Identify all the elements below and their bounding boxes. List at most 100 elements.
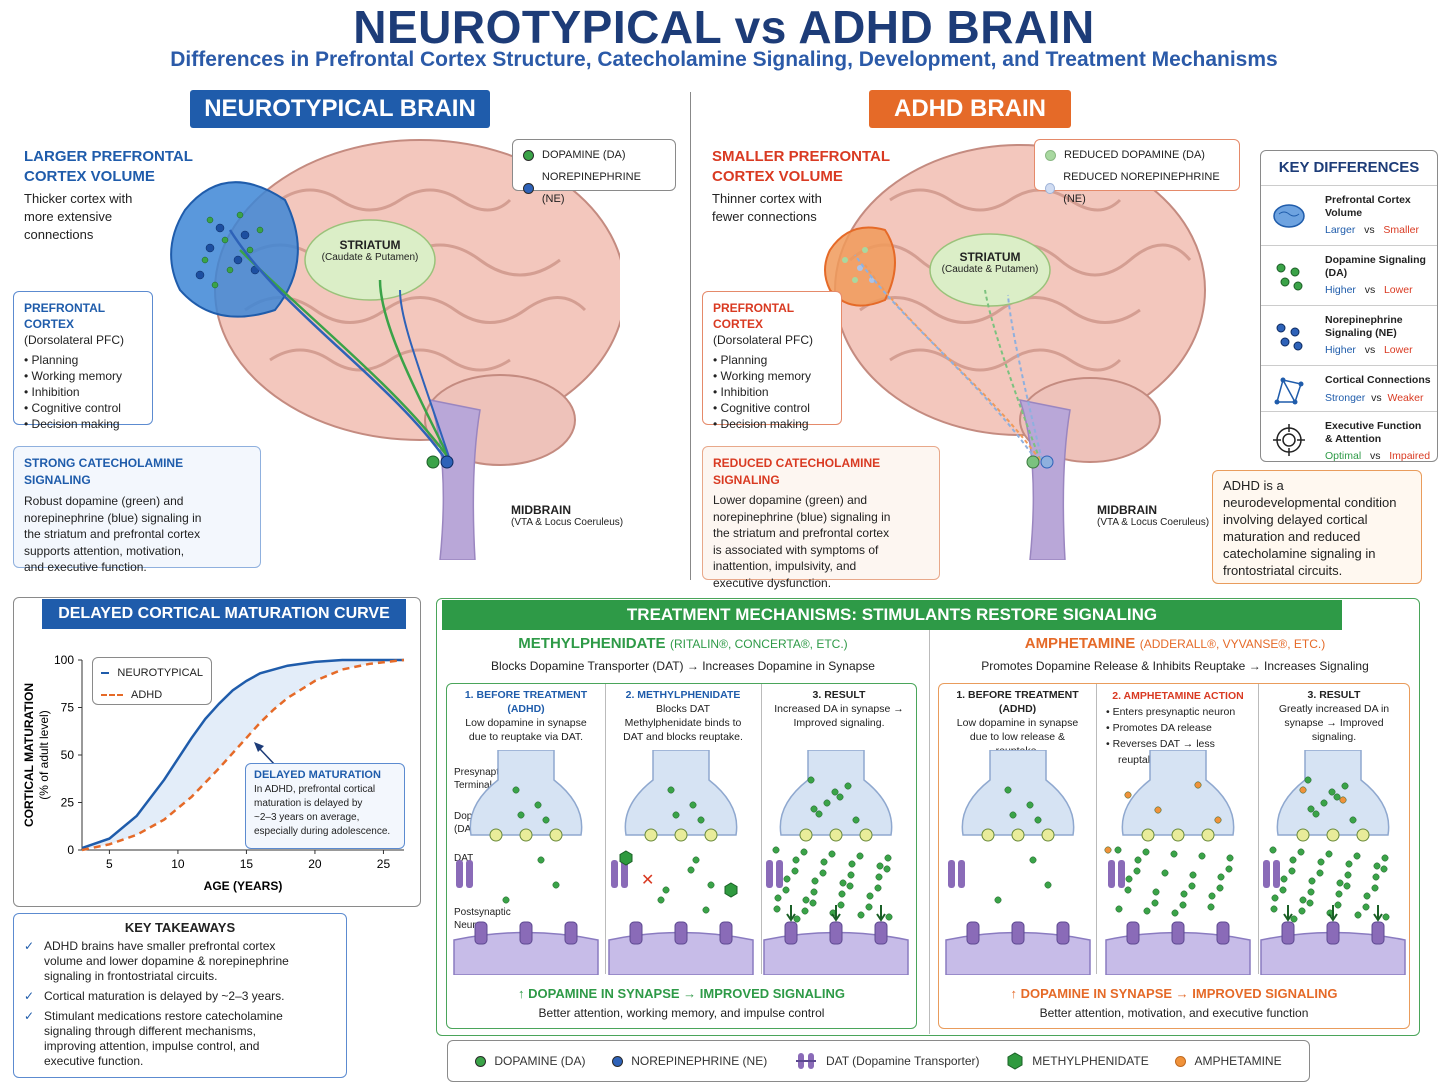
dopamine-molecule (819, 869, 827, 877)
dopamine-molecule (1171, 909, 1179, 917)
receptor (719, 921, 733, 945)
delay-pointer-arrowhead (254, 742, 264, 752)
receptor (1216, 921, 1230, 945)
nt-signaling-line: norepinephrine (blue) signaling in (24, 510, 202, 525)
adhd-midbrain-sub: (VTA & Locus Coeruleus) (1097, 517, 1210, 528)
nt-pfc-box: PREFRONTAL CORTEX (Dorsolateral PFC) Pla… (13, 291, 153, 431)
dopamine-molecule (687, 866, 695, 874)
dopamine-molecule (807, 776, 815, 784)
receptor (1371, 921, 1385, 945)
takeaway-line: Cortical maturation is delayed by ~2–3 y… (44, 989, 285, 1003)
presynaptic-terminal (961, 750, 1075, 836)
release-site (704, 828, 718, 842)
kd-label-2: Signaling (NE) (1325, 327, 1397, 339)
mph-step2-title: 2. METHYLPHENIDATE (625, 689, 741, 701)
dopamine-molecule (1298, 907, 1306, 915)
dopamine-molecule (1382, 913, 1390, 921)
dopamine-molecule (885, 913, 893, 921)
key-takeaways-title: KEY TAKEAWAYS (124, 920, 236, 935)
adhd-note-line: ADHD is a (1223, 478, 1284, 493)
kd-label-1: Norepinephrine (1325, 314, 1403, 326)
nt-pfc-item: Inhibition (24, 384, 142, 400)
release-site (859, 828, 873, 842)
dopamine-molecule (1308, 877, 1316, 885)
amphetamine-molecule (1214, 816, 1222, 824)
dopamine-molecule (657, 896, 665, 904)
nt-striatum-label: STRIATUM (Caudate & Putamen) (318, 238, 422, 263)
dopamine-molecule (1125, 875, 1133, 883)
dopamine-molecule (534, 801, 542, 809)
amph-brands: (ADDERALL®, VYVANSE®, ETC.) (1139, 637, 1326, 651)
adhd-note-line: frontostriatal circuits. (1223, 563, 1343, 578)
kd-left-value: Higher (1325, 344, 1356, 356)
dopamine-molecule (1269, 846, 1277, 854)
dopamine-molecule (1345, 860, 1353, 868)
kd-label-1: Dopamine Signaling (1325, 254, 1426, 266)
dopamine-molecule (1134, 856, 1142, 864)
nt-midbrain-label: MIDBRAIN (VTA & Locus Coeruleus) (511, 503, 623, 528)
synapse-before (453, 750, 599, 975)
dopamine-molecule (1325, 850, 1333, 858)
nt-striatum-title: STRIATUM (339, 238, 401, 252)
takeaway-item: ✓ Cortical maturation is delayed by ~2–3… (24, 989, 336, 1004)
dopamine-molecule (1115, 905, 1123, 913)
synapse-result (763, 750, 909, 975)
legend-methylphenidate: METHYLPHENIDATE (1032, 1054, 1149, 1068)
dopamine-molecule (848, 860, 856, 868)
x-tick-label: 5 (106, 857, 113, 871)
dat-transporter (776, 860, 783, 888)
mph-step-3: 3. RESULT Increased DA in synapse → Impr… (762, 688, 916, 730)
mph-desc: Blocks Dopamine Transporter (DAT) → Incr… (491, 659, 875, 673)
dopamine-molecule (1142, 848, 1150, 856)
amph-name: AMPHETAMINE (1024, 635, 1136, 652)
dopamine-molecule (1353, 852, 1361, 860)
nt-volume-text-3: connections (24, 227, 94, 242)
dopamine-molecule (865, 903, 873, 911)
y-tick-label: 75 (61, 701, 75, 715)
adhd-signaling-box: REDUCED CATECHOLAMINE SIGNALING Lower do… (702, 446, 940, 590)
y-tick-label: 0 (67, 843, 74, 857)
dopamine-molecule (1354, 911, 1362, 919)
dopamine-molecule (820, 858, 828, 866)
adhd-pfc-heading: PREFRONTAL CORTEX (713, 301, 794, 331)
amph-sep-1 (1096, 684, 1097, 974)
adhd-note-line: maturation and reduced (1223, 529, 1361, 544)
dat-transporter (766, 860, 773, 888)
adhd-legend-ne: REDUCED NOREPINEPHRINE (NE) (1063, 171, 1220, 205)
amph-step-3: 3. RESULT Greatly increased DA in synaps… (1260, 688, 1408, 744)
reduced-dopamine-dot-icon (1045, 149, 1056, 161)
takeaway-line: Stimulant medications restore catecholam… (44, 1009, 283, 1023)
treatment-bar: TREATMENT MECHANISMS: STIMULANTS RESTORE… (442, 600, 1342, 630)
release-site (981, 828, 995, 842)
nt-signaling-box: STRONG CATECHOLAMINE SIGNALING Robust do… (13, 446, 261, 574)
adhd-pill: ADHD BRAIN (869, 90, 1071, 128)
dopamine-molecule (1217, 873, 1225, 881)
dopamine-molecule (1124, 886, 1132, 894)
amphetamine-molecule (1154, 806, 1162, 814)
kd-label-1: Executive Function (1325, 420, 1422, 432)
dopamine-molecule (837, 901, 845, 909)
dopamine-molecule (1208, 892, 1216, 900)
nt-striatum-sub: (Caudate & Putamen) (321, 252, 419, 263)
release-site (799, 828, 813, 842)
legend-amphetamine: AMPHETAMINE (1194, 1054, 1282, 1068)
amph-synapse-illustrations (945, 750, 1406, 975)
adhd-signaling-line: executive dysfunction. (713, 575, 832, 590)
amphetamine-molecule (1339, 796, 1347, 804)
receptor (519, 921, 533, 945)
dopamine-molecule (1151, 899, 1159, 907)
nt-signaling-line: and executive function. (24, 560, 147, 574)
mph-step-2: 2. METHYLPHENIDATE Blocks DAT Methylphen… (606, 688, 760, 744)
dopamine-molecule (1344, 871, 1352, 879)
x-tick-label: 10 (171, 857, 185, 871)
check-icon: ✓ (24, 989, 35, 1003)
dopamine-molecule (800, 848, 808, 856)
dat-transporter (1108, 860, 1115, 888)
amph-step3-text: Greatly increased DA in (1278, 703, 1390, 715)
dopamine-molecule (791, 867, 799, 875)
amph-step3-text: signaling. (1311, 731, 1357, 743)
up-arrow-icon: ↑ (518, 986, 529, 1001)
kd-label-2: (DA) (1325, 267, 1348, 279)
adhd-brain-illustration (824, 144, 1206, 560)
